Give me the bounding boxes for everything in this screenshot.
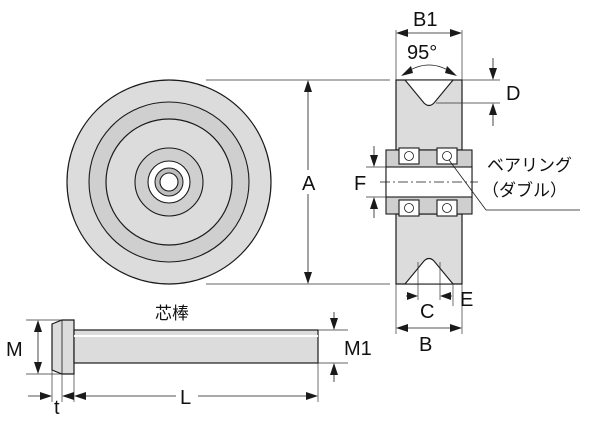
wheel-side-section (380, 79, 478, 285)
dim-t-label: t (54, 397, 60, 419)
dim-a-label: A (302, 173, 316, 195)
dimension-d: D (436, 58, 520, 126)
dimension-l: L (73, 363, 319, 409)
bearing-callout: ベアリング （ダブル） (448, 156, 580, 211)
shaft-view: 芯棒 (51, 304, 319, 375)
dimension-e: E (452, 284, 473, 311)
dimension-c: C (406, 262, 452, 323)
dimension-m: M (6, 319, 62, 375)
bearing-upper-left (398, 147, 420, 165)
shaft-title: 芯棒 (155, 304, 189, 324)
dimension-a: A (206, 79, 390, 285)
dim-b-label: B (419, 334, 432, 356)
dimension-b1: B1 (395, 9, 463, 80)
bearing-upper-right (436, 147, 458, 165)
bearing-lower-left (398, 199, 420, 217)
bearing-label-line1: ベアリング (487, 156, 572, 176)
dimension-t: t (28, 370, 74, 419)
axle-hole (159, 172, 179, 192)
dim-f-label: F (354, 173, 366, 195)
dimension-angle: 95° (401, 42, 457, 76)
bearing-lower-right (436, 199, 458, 217)
dim-d-label: D (506, 83, 520, 105)
wheel-front-view (66, 79, 272, 285)
dimension-f: F (354, 146, 386, 218)
dim-e-label: E (460, 289, 473, 311)
dim-b1-label: B1 (413, 9, 437, 31)
dimension-m1: M1 (318, 312, 372, 382)
dim-l-label: L (180, 387, 191, 409)
dim-angle-label: 95° (407, 42, 437, 64)
dim-m-label: M (6, 339, 23, 361)
dim-m1-label: M1 (344, 338, 372, 360)
dimension-b: B (395, 284, 463, 356)
dim-c-label: C (420, 301, 434, 323)
bearing-label-line2: （ダブル） (482, 180, 567, 201)
